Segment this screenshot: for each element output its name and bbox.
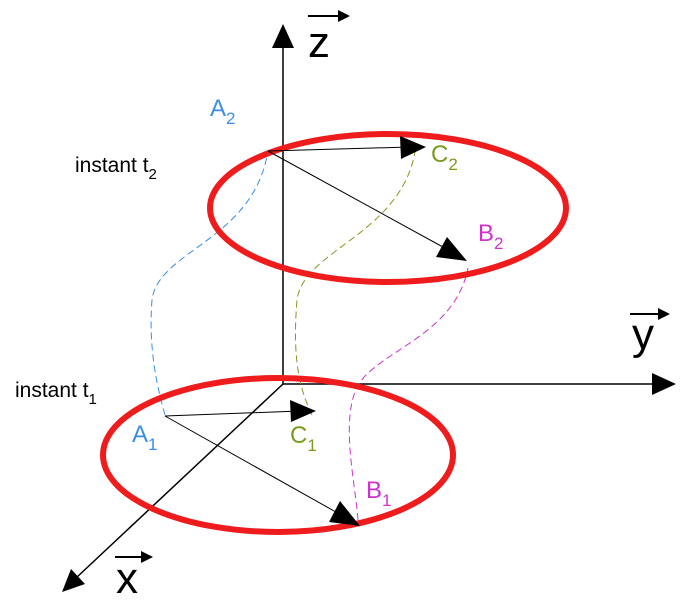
lower-disk <box>100 375 456 535</box>
arrowhead-b2 <box>436 237 467 261</box>
point-a1-letter: A <box>132 421 148 448</box>
trajectory-c <box>295 151 416 416</box>
point-b1-letter: B <box>366 477 382 504</box>
vector-a1-c1 <box>164 410 301 417</box>
point-c1-subscript: 1 <box>307 436 316 455</box>
x-axis-label: x <box>115 551 153 603</box>
z-axis-label-text: z <box>308 18 330 67</box>
y-axis-label-text: y <box>632 310 654 359</box>
point-c1-label: C1 <box>290 422 317 455</box>
point-b2-letter: B <box>478 220 494 247</box>
point-a1-label: A1 <box>132 421 157 454</box>
instant-t2-prefix: instant t <box>75 154 149 177</box>
y-axis-label: y <box>630 308 670 359</box>
upper-body <box>207 131 569 285</box>
point-a1-subscript: 1 <box>148 435 157 454</box>
point-c1-letter: C <box>290 422 307 449</box>
y-axis-arrowhead <box>652 373 676 395</box>
z-axis-label: z <box>308 10 350 67</box>
instant-t2-subscript: 2 <box>149 166 157 183</box>
z-axis-arrowhead <box>272 24 294 48</box>
point-c2-label: C2 <box>431 141 458 174</box>
vector-a2-c2 <box>267 146 411 152</box>
x-axis-label-text: x <box>116 554 138 603</box>
instant-t1-prefix: instant t <box>15 379 89 402</box>
axis-labels: z y x <box>115 10 670 603</box>
instant-t1-label: instant t1 <box>15 379 97 408</box>
arrowhead-b1 <box>329 501 360 526</box>
point-a2-label: A2 <box>210 95 235 128</box>
point-b1-label: B1 <box>366 477 391 510</box>
instant-t2-label: instant t2 <box>75 154 157 183</box>
point-c2-subscript: 2 <box>448 155 457 174</box>
x-axis <box>75 383 284 579</box>
x-axis-arrowhead <box>62 569 85 592</box>
point-b2-label: B2 <box>478 220 503 253</box>
point-a2-subscript: 2 <box>226 109 235 128</box>
point-c2-letter: C <box>431 141 448 168</box>
point-b1-subscript: 1 <box>382 491 391 510</box>
vector-a2-b2 <box>267 150 453 253</box>
arrowhead-c2 <box>400 136 426 159</box>
point-b2-subscript: 2 <box>494 234 503 253</box>
lower-body <box>100 375 456 535</box>
upper-disk <box>207 131 569 285</box>
point-a2-letter: A <box>210 95 226 122</box>
instant-t1-subscript: 1 <box>89 391 97 408</box>
trajectory-a <box>150 149 269 416</box>
arrowhead-c1 <box>290 400 316 422</box>
trajectories <box>150 149 469 521</box>
vector-a1-b1 <box>164 415 344 517</box>
